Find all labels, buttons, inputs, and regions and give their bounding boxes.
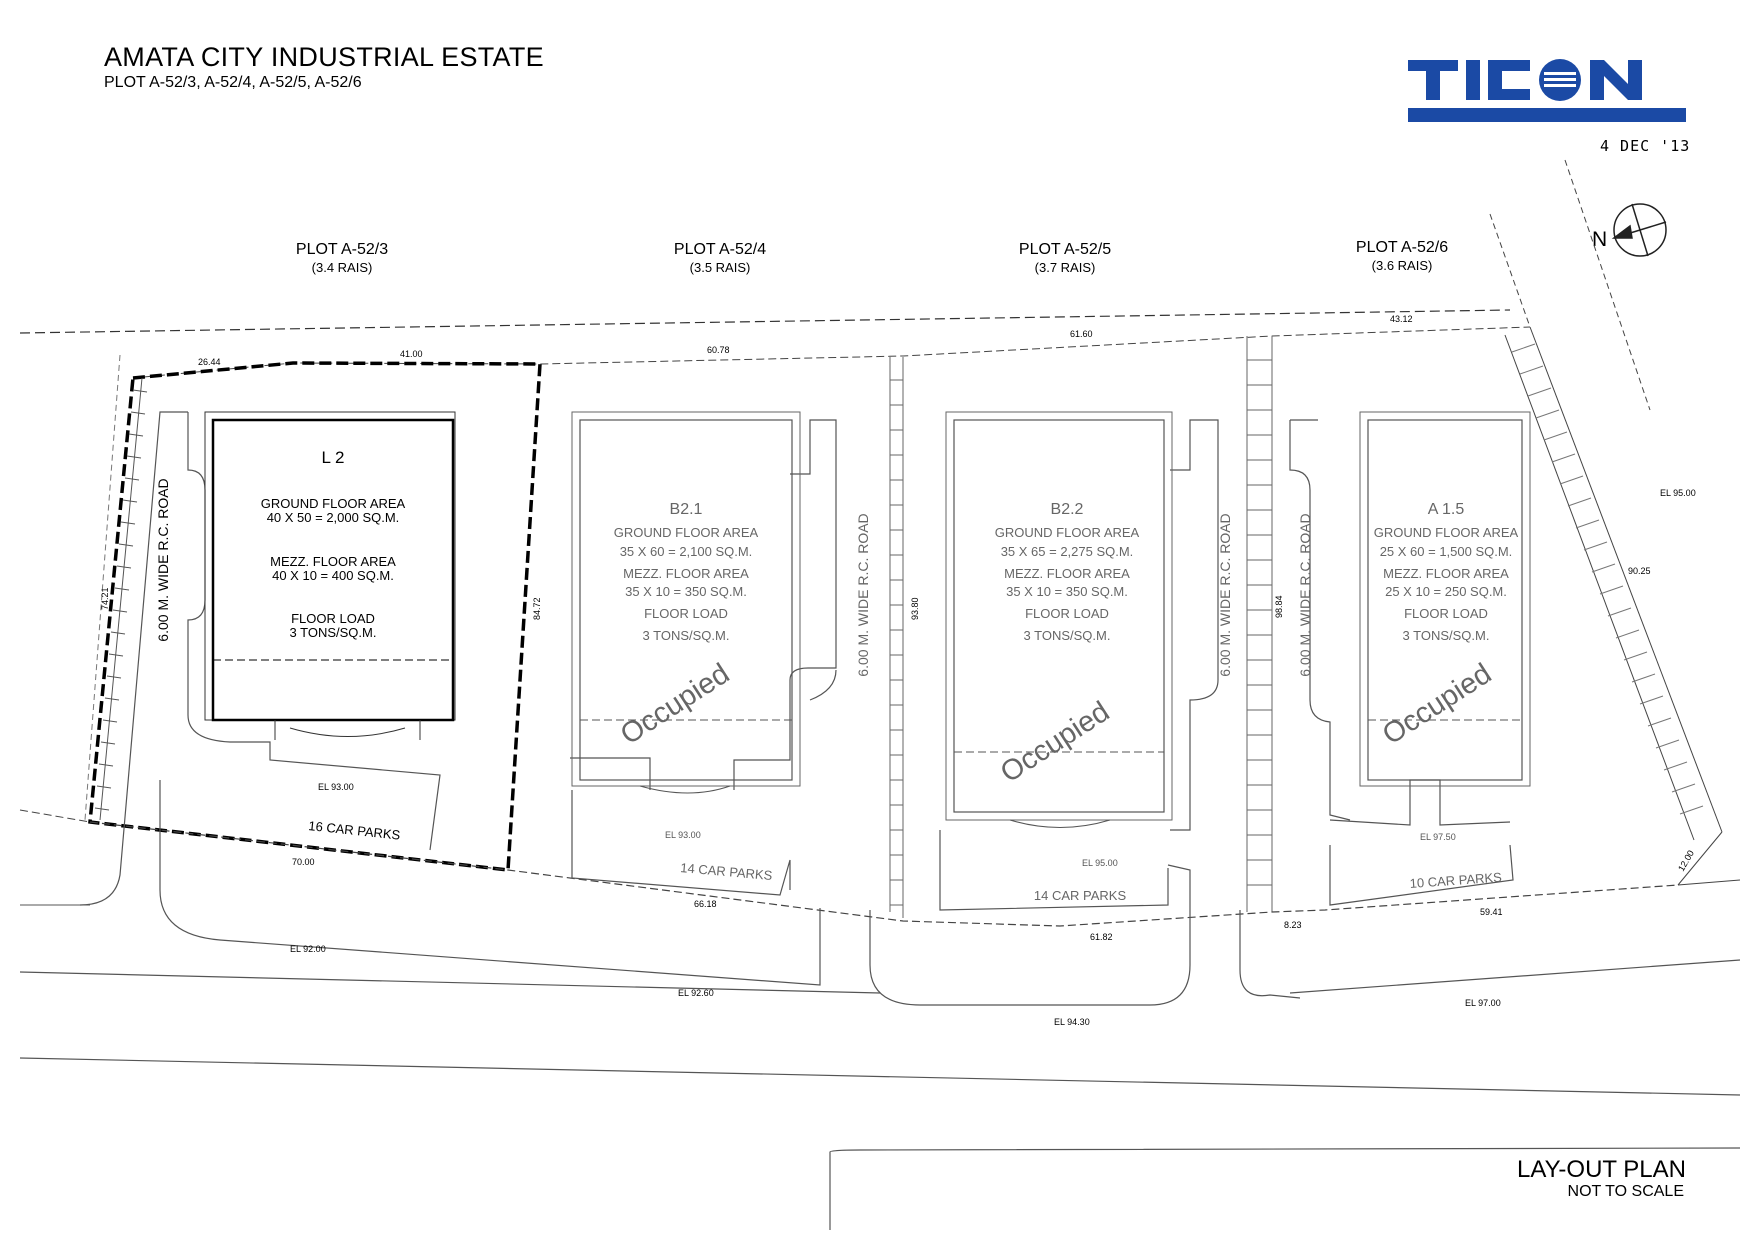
mezz-value-2: 35 X 10 = 350 SQ.M. — [625, 584, 747, 599]
dimension-1: 26.44 — [198, 357, 221, 367]
road-label-1: 6.00 M. WIDE R.C. ROAD — [155, 478, 171, 641]
gfa-value-4: 25 X 60 = 1,500 SQ.M. — [1380, 544, 1513, 559]
road-hatch-2 — [1246, 336, 1273, 912]
mezz-value-4: 25 X 10 = 250 SQ.M. — [1385, 584, 1507, 599]
mezz-label-1: MEZZ. FLOOR AREA — [270, 554, 396, 569]
mezz-label-2: MEZZ. FLOOR AREA — [623, 566, 749, 581]
property-line-front — [89, 821, 1679, 927]
load-label-3: FLOOR LOAD — [1025, 606, 1109, 621]
dimension-4: 61.60 — [1070, 329, 1093, 339]
gfa-label-1: GROUND FLOOR AREA — [261, 496, 406, 511]
building-id-1: L 2 — [321, 448, 344, 467]
status-occupied-2: Occupied — [615, 658, 735, 752]
load-label-4: FLOOR LOAD — [1404, 606, 1488, 621]
right-boundary — [1489, 159, 1723, 886]
plan-scale: NOT TO SCALE — [1567, 1183, 1684, 1200]
elevation-2: EL 93.00 — [665, 830, 701, 840]
plot-name-1: PLOT A-52/3 — [296, 241, 388, 258]
building-a1-5 — [1359, 411, 1531, 787]
elevation-8: EL 94.30 — [1054, 1017, 1090, 1027]
drawing-subtitle: PLOT A-52/3, A-52/4, A-52/5, A-52/6 — [104, 74, 362, 91]
plot-name-4: PLOT A-52/6 — [1356, 239, 1448, 256]
dimension-16: 12.00 — [1676, 848, 1696, 873]
car-parks-4: 10 CAR PARKS — [1409, 870, 1502, 891]
elevation-7: EL 92.60 — [678, 988, 714, 998]
building-l2 — [204, 411, 456, 740]
car-parks-2: 14 CAR PARKS — [680, 860, 774, 883]
elevation-6: EL 92.00 — [290, 944, 326, 954]
building-b2-1 — [571, 411, 801, 794]
elevation-3: EL 95.00 — [1082, 858, 1118, 868]
car-parks-1: 16 CAR PARKS — [308, 818, 402, 843]
plot-area-4: (3.6 RAIS) — [1372, 258, 1433, 273]
elevation-4: EL 97.50 — [1420, 832, 1456, 842]
dimension-3: 60.78 — [707, 345, 730, 355]
driveways — [79, 411, 1514, 1006]
dimension-6: 74.21 — [100, 587, 110, 610]
dimension-14: 8.23 — [1284, 920, 1302, 930]
date-stamp: 4 DEC '13 — [1600, 137, 1691, 155]
dimension-12: 66.18 — [694, 899, 717, 909]
gfa-value-3: 35 X 65 = 2,275 SQ.M. — [1001, 544, 1134, 559]
plot-area-1: (3.4 RAIS) — [312, 260, 373, 275]
mezz-label-4: MEZZ. FLOOR AREA — [1383, 566, 1509, 581]
elevation-1: EL 93.00 — [318, 782, 354, 792]
dimension-5: 43.12 — [1390, 314, 1413, 324]
load-label-1: FLOOR LOAD — [291, 611, 375, 626]
gfa-value-1: 40 X 50 = 2,000 SQ.M. — [267, 510, 400, 525]
dimension-13: 61.82 — [1090, 932, 1113, 942]
north-arrow-icon — [1611, 203, 1667, 257]
building-id-2: B2.1 — [670, 501, 703, 518]
mezz-value-1: 40 X 10 = 400 SQ.M. — [272, 568, 394, 583]
plot-name-2: PLOT A-52/4 — [674, 241, 766, 258]
load-label-2: FLOOR LOAD — [644, 606, 728, 621]
load-value-2: 3 TONS/SQ.M. — [643, 628, 730, 643]
dimension-15: 59.41 — [1480, 907, 1503, 917]
dimension-11: 70.00 — [292, 857, 315, 867]
dimension-8: 93.80 — [910, 597, 920, 620]
dimension-9: 98.84 — [1274, 595, 1284, 618]
dimension-7: 84.72 — [532, 597, 542, 620]
mezz-label-3: MEZZ. FLOOR AREA — [1004, 566, 1130, 581]
load-value-3: 3 TONS/SQ.M. — [1024, 628, 1111, 643]
gfa-label-3: GROUND FLOOR AREA — [995, 525, 1140, 540]
gfa-label-4: GROUND FLOOR AREA — [1374, 525, 1519, 540]
plot-area-3: (3.7 RAIS) — [1035, 260, 1096, 275]
gfa-value-2: 35 X 60 = 2,100 SQ.M. — [620, 544, 753, 559]
car-parks-3: 14 CAR PARKS — [1034, 888, 1127, 903]
road-hatch-1 — [889, 357, 904, 918]
building-b2-2 — [945, 411, 1173, 828]
property-line-top — [19, 309, 1511, 334]
building-id-4: A 1.5 — [1428, 501, 1465, 518]
status-occupied-3: Occupied — [995, 696, 1115, 790]
ticon-logo — [1408, 59, 1686, 122]
north-label: N — [1592, 228, 1608, 251]
left-boundary-hatch — [84, 354, 148, 821]
elevation-9: EL 97.00 — [1465, 998, 1501, 1008]
dimension-2: 41.00 — [400, 349, 423, 359]
plot-name-3: PLOT A-52/5 — [1019, 241, 1111, 258]
status-occupied-4: Occupied — [1377, 658, 1497, 752]
elevation-5: EL 95.00 — [1660, 488, 1696, 498]
road-label-4: 6.00 M. WIDE R.C. ROAD — [1297, 513, 1313, 676]
road-label-2: 6.00 M. WIDE R.C. ROAD — [855, 513, 871, 676]
road-label-3: 6.00 M. WIDE R.C. ROAD — [1217, 513, 1233, 676]
dimension-10: 90.25 — [1628, 566, 1651, 576]
building-id-3: B2.2 — [1051, 501, 1084, 518]
gfa-label-2: GROUND FLOOR AREA — [614, 525, 759, 540]
drawing-title: AMATA CITY INDUSTRIAL ESTATE — [104, 42, 544, 72]
mezz-value-3: 35 X 10 = 350 SQ.M. — [1006, 584, 1128, 599]
load-value-1: 3 TONS/SQ.M. — [290, 625, 377, 640]
plan-title: LAY-OUT PLAN — [1517, 1156, 1686, 1183]
load-value-4: 3 TONS/SQ.M. — [1403, 628, 1490, 643]
main-road — [19, 959, 1741, 1230]
plot-area-2: (3.5 RAIS) — [690, 260, 751, 275]
